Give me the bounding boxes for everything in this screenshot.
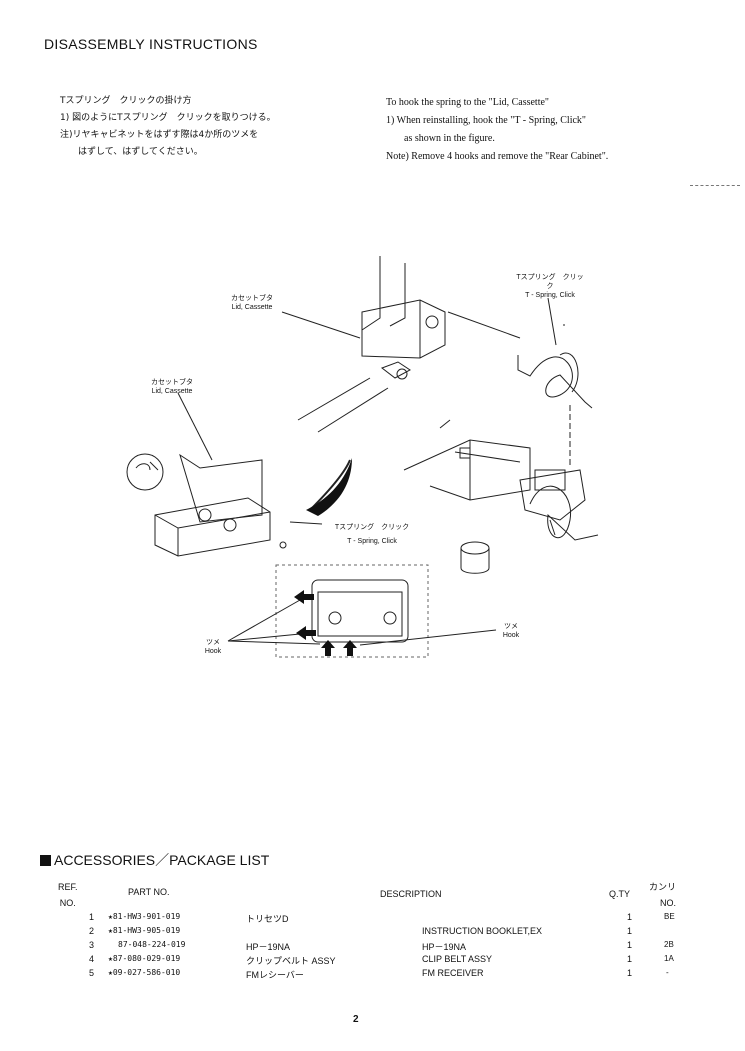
cell-ref-no: 4 [89,954,95,964]
header-ref-no: REF. NO. [58,879,78,911]
header-qty: Q.TY [609,889,631,899]
label-hook-jp: ツメ [504,623,518,630]
cell-ref-no: 1 [89,912,95,922]
square-bullet-icon [40,854,51,866]
jp-line-2: 1) 図のようにTスプリング クリックを取りつける。 [60,113,276,123]
cell-jp-desc: FMレシーバー [246,970,304,980]
cell-qty: 1 [627,912,633,922]
cell-part-no: 87-048-224-019 [118,940,186,949]
label-lid-en: Lid, Cassette [151,388,193,395]
cell-part-no: ★87-080-029-019 [108,954,181,963]
label-lid-cassette-left: カセットブタ Lid, Cassette [142,378,202,396]
table-row: 3 87-048-224-019 HP－19NA HP－19NA 1 2B [0,940,745,954]
cell-description: HP－19NA [422,942,467,952]
en-line-4: Note) Remove 4 hooks and remove the "Rea… [386,151,609,162]
header-part-no: PART NO. [128,887,170,897]
cell-ref-no: 5 [89,968,95,978]
table-row: 1 ★81-HW3-901-019 トリセツD 1 BE [0,912,745,926]
en-line-1: To hook the spring to the "Lid, Cassette… [386,97,549,108]
cell-jp-desc: クリップベルト ASSY [246,956,336,966]
accessories-title-text: ACCESSORIES／PACKAGE LIST [54,852,270,868]
cell-description: INSTRUCTION BOOKLET,EX [422,926,543,936]
label-hook-jp: ツメ [206,639,220,646]
label-spring-en: T - Spring, Click [347,538,397,545]
cell-kanri: 1A [664,954,674,963]
cell-part-no: ★81-HW3-905-019 [108,926,181,935]
label-hook-right: ツメ Hook [496,622,526,640]
cell-kanri: - [666,968,669,977]
cell-qty: 1 [627,954,633,964]
cell-part-no: ★09-027-586-010 [108,968,181,977]
header-ref-line1: REF. [58,882,78,892]
cell-qty: 1 [627,926,633,936]
cell-kanri: 2B [664,940,674,949]
header-kanri-line2: NO. [659,898,676,908]
instructions-english: To hook the spring to the "Lid, Cassette… [386,94,726,166]
instructions-japanese: Tスプリング クリックの掛け方 1) 図のようにTスプリング クリックを取りつけ… [60,93,360,161]
accessories-title: ACCESSORIES／PACKAGE LIST [40,850,269,870]
label-lid-jp: カセットブタ [231,295,273,302]
en-line-2: 1) When reinstalling, hook the "T - Spri… [386,115,586,126]
header-ref-line2: NO. [59,898,76,908]
header-description: DESCRIPTION [380,889,442,899]
cell-qty: 1 [627,940,633,950]
jp-line-4: はずして、はずしてください。 [78,147,203,157]
label-spring-en: T - Spring, Click [525,292,575,299]
label-t-spring-mid: Tスプリング クリック T - Spring, Click [330,523,414,546]
en-line-3: as shown in the figure. [404,133,495,144]
cell-part-no: ★81-HW3-901-019 [108,912,181,921]
label-hook-left: ツメ Hook [198,638,228,656]
cell-qty: 1 [627,968,633,978]
label-lid-jp: カセットブタ [151,379,193,386]
table-row: 2 ★81-HW3-905-019 INSTRUCTION BOOKLET,EX… [0,926,745,940]
page-title: DISASSEMBLY INSTRUCTIONS [44,36,258,52]
cell-jp-desc: HP－19NA [246,942,291,952]
label-t-spring-top: Tスプリング クリック T - Spring, Click [513,273,587,300]
label-spring-jp: Tスプリング クリック [516,274,584,290]
section-divider [690,185,740,186]
header-kanri-line1: カンリ [648,882,676,892]
cell-kanri: BE [664,912,675,921]
table-row: 4 ★87-080-029-019 クリップベルト ASSY CLIP BELT… [0,954,745,968]
label-spring-jp: Tスプリング クリック [334,524,410,531]
jp-line-3: 注)リヤキャビネットをはずす際は4か所のツメを [60,130,259,140]
label-lid-en: Lid, Cassette [231,304,273,311]
label-hook-en: Hook [502,632,520,639]
page-number: 2 [353,1014,359,1025]
label-lid-cassette-top: カセットブタ Lid, Cassette [222,294,282,312]
table-row: 5 ★09-027-586-010 FMレシーバー FM RECEIVER 1 … [0,968,745,982]
label-hook-en: Hook [204,648,222,655]
disassembly-figure [126,256,599,658]
cell-ref-no: 2 [89,926,95,936]
cell-description: CLIP BELT ASSY [422,954,493,964]
cell-ref-no: 3 [89,940,95,950]
header-kanri-no: カンリ NO. [644,879,676,911]
jp-line-1: Tスプリング クリックの掛け方 [60,96,192,106]
cell-jp-desc: トリセツD [246,914,289,924]
cell-description: FM RECEIVER [422,968,484,978]
